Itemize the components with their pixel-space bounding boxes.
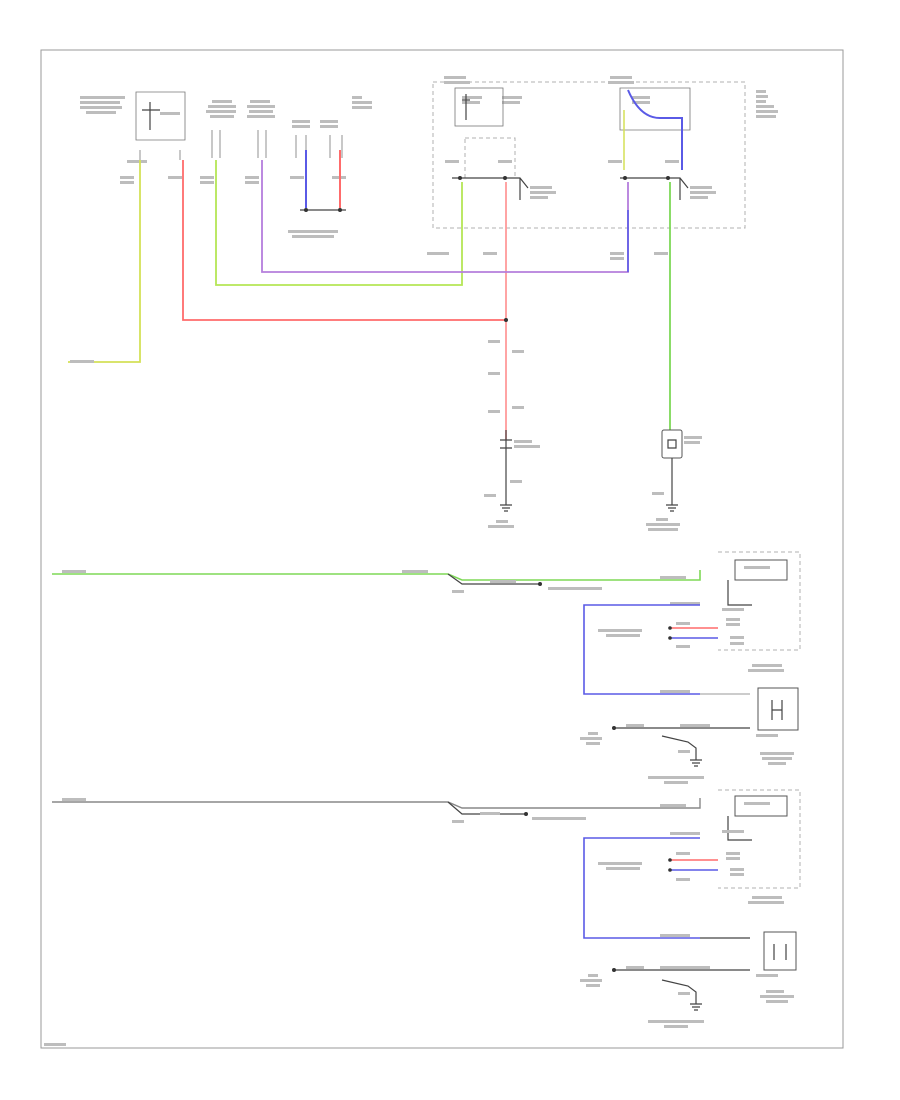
blue-loop-b xyxy=(583,837,700,939)
green-wire-section-a xyxy=(52,570,701,581)
top-left-relay xyxy=(135,91,186,160)
branch-a-labels xyxy=(580,724,710,784)
module-box-a xyxy=(718,551,801,672)
switch-box-a xyxy=(756,687,799,765)
mid-labels xyxy=(70,340,702,531)
black-wire-section-b xyxy=(447,801,526,815)
top-ground-wires xyxy=(300,150,346,212)
ground-drop-b xyxy=(661,979,697,1004)
purple-wire-main xyxy=(261,160,629,273)
top-right-labels xyxy=(427,76,778,260)
green-wire-main xyxy=(215,160,463,286)
section-a-labels xyxy=(62,570,700,605)
section-b-sublabels xyxy=(598,852,690,881)
module-box-b xyxy=(718,789,801,904)
black-wire-section-a xyxy=(447,573,540,585)
top-right-enclosure xyxy=(432,81,746,229)
red-wire-main xyxy=(182,160,506,321)
branch-b-labels xyxy=(580,966,710,1028)
gray-wire-section-b xyxy=(52,798,701,809)
top-connectors xyxy=(211,130,343,158)
ground-drop-a xyxy=(661,735,697,760)
top-right-relays xyxy=(452,87,691,200)
diagram-frame xyxy=(40,49,844,1049)
red-splice xyxy=(504,318,508,322)
left-heater-element xyxy=(500,430,512,512)
footer-code-mark xyxy=(44,1043,66,1046)
switch-box-b xyxy=(756,931,797,1003)
top-left-labels xyxy=(80,96,372,238)
section-b-labels xyxy=(62,798,700,835)
blue-loop-a xyxy=(583,604,700,695)
yellow-green-wire xyxy=(68,160,141,363)
right-sensor xyxy=(661,429,683,512)
section-a-sublabels xyxy=(598,622,690,648)
blue-wire-top-right xyxy=(627,89,683,170)
